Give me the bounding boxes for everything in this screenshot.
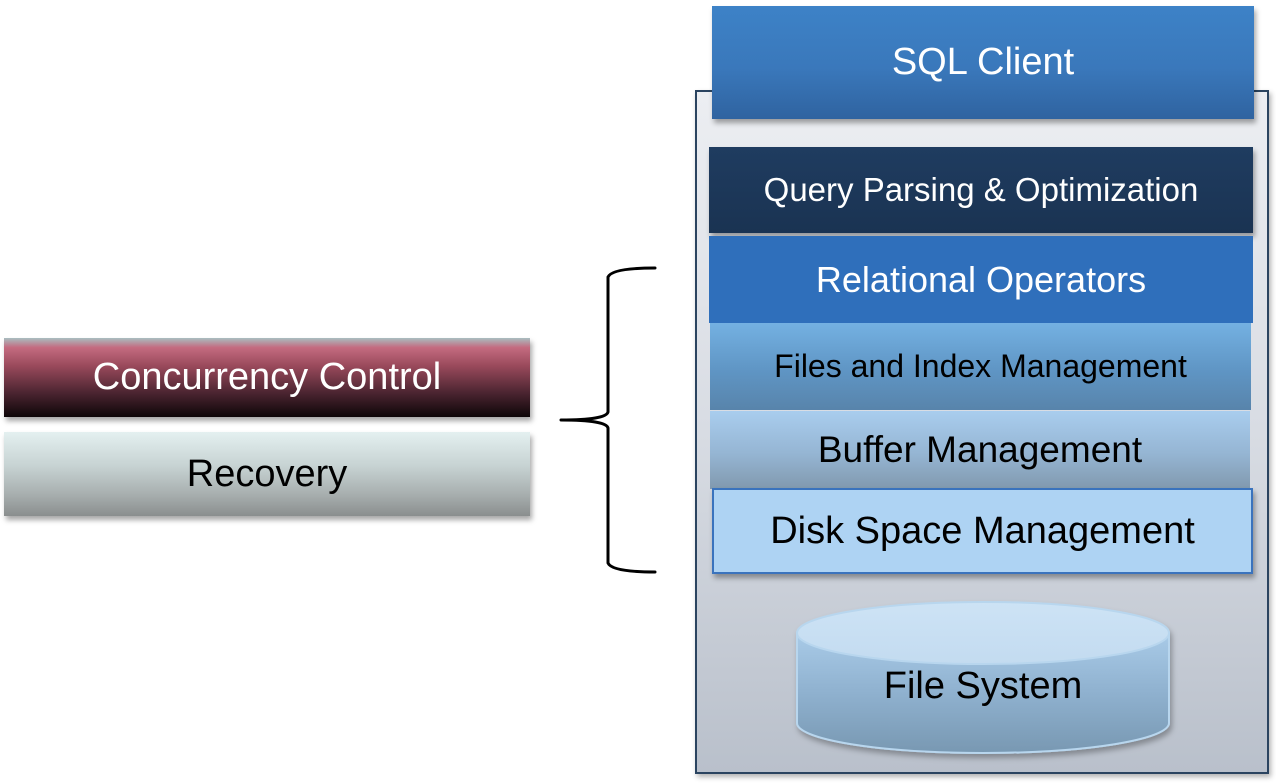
disk-space-layer: Disk Space Management bbox=[712, 488, 1253, 574]
files-index-label: Files and Index Management bbox=[774, 348, 1187, 384]
cylinder-body bbox=[796, 632, 1170, 754]
relational-operators-layer: Relational Operators bbox=[709, 236, 1253, 323]
recovery-box: Recovery bbox=[4, 432, 530, 516]
recovery-label: Recovery bbox=[186, 452, 348, 495]
concurrency-control-box: Concurrency Control bbox=[4, 338, 530, 417]
cylinder-top bbox=[796, 601, 1170, 665]
file-system-cylinder bbox=[796, 601, 1170, 754]
file-system-label: File System bbox=[883, 665, 1083, 707]
query-parsing-label: Query Parsing & Optimization bbox=[763, 171, 1199, 208]
relational-operators-label: Relational Operators bbox=[815, 258, 1147, 300]
buffer-management-label: Buffer Management bbox=[817, 429, 1143, 470]
concurrency-control-label: Concurrency Control bbox=[92, 356, 442, 398]
sql-client-label: SQL Client bbox=[891, 41, 1075, 83]
buffer-management-layer: Buffer Management bbox=[710, 411, 1250, 489]
curly-brace bbox=[559, 266, 657, 574]
sql-client-box: SQL Client bbox=[712, 6, 1254, 119]
disk-space-label: Disk Space Management bbox=[770, 509, 1195, 552]
query-parsing-layer: Query Parsing & Optimization bbox=[709, 147, 1253, 233]
files-index-layer: Files and Index Management bbox=[710, 323, 1251, 410]
